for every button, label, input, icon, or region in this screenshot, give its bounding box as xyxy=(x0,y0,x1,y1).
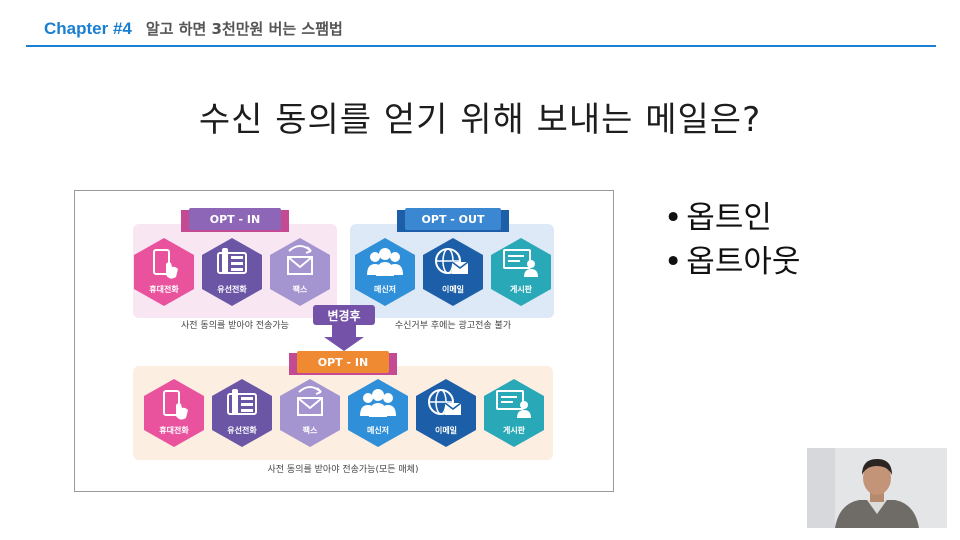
globe-mail-icon xyxy=(435,248,469,274)
svg-text:휴대전화: 휴대전화 xyxy=(149,284,179,294)
optin-banner: OPT - IN xyxy=(181,208,289,232)
optout-caption: 수신거부 후에는 광고전송 불가 xyxy=(395,319,511,331)
svg-text:이메일: 이메일 xyxy=(435,425,457,435)
hex-messenger-after: 메신저 xyxy=(348,379,408,447)
monitor-user-icon xyxy=(496,390,531,418)
svg-text:팩스: 팩스 xyxy=(303,425,318,435)
svg-text:이메일: 이메일 xyxy=(442,284,464,294)
hex-email-after: 이메일 xyxy=(416,379,476,447)
hex-mobile-top: 휴대전화 xyxy=(134,238,194,306)
hex-board-after: 게시판 xyxy=(484,379,544,447)
svg-text:유선전화: 유선전화 xyxy=(227,425,257,435)
svg-text:유선전화: 유선전화 xyxy=(217,284,247,294)
fax-envelope-icon xyxy=(287,245,313,275)
desk-phone-icon xyxy=(217,248,247,274)
mobile-touch-icon xyxy=(163,390,188,420)
presenter-hair xyxy=(862,459,892,475)
optout-label: OPT - OUT xyxy=(422,213,485,226)
change-label: 변경후 xyxy=(327,308,360,323)
svg-text:메신저: 메신저 xyxy=(374,284,396,294)
hex-desk-phone-top: 유선전화 xyxy=(202,238,262,306)
hex-fax-top: 팩스 xyxy=(270,238,330,306)
hex-fax-after: 팩스 xyxy=(280,379,340,447)
bottom-caption: 사전 동의를 받아야 전송가능(모든 매체) xyxy=(268,464,419,475)
people-icon xyxy=(360,389,396,417)
chapter-title: 알고 하면 3천만원 버는 스팸법 xyxy=(145,20,343,38)
after-optin-label: OPT - IN xyxy=(318,356,368,369)
bullet-opt-out: 옵트아웃 xyxy=(664,240,800,284)
after-optin-banner: OPT - IN xyxy=(289,351,397,375)
hex-messenger-top: 메신저 xyxy=(355,238,415,306)
svg-text:게시판: 게시판 xyxy=(510,284,533,294)
presenter-webcam xyxy=(807,448,947,528)
optin-label: OPT - IN xyxy=(210,213,260,226)
desk-phone-icon xyxy=(227,389,257,415)
slide-header: Chapter #4 알고 하면 3천만원 버는 스팸법 xyxy=(44,18,343,42)
svg-text:휴대전화: 휴대전화 xyxy=(159,425,189,435)
bullet-opt-in: 옵트인 xyxy=(664,196,800,240)
opt-in-out-diagram: OPT - IN OPT - OUT OPT - IN 변경후 사전 동의를 받… xyxy=(74,190,614,492)
hex-mobile-after: 휴대전화 xyxy=(144,379,204,447)
svg-text:메신저: 메신저 xyxy=(367,425,389,435)
optin-caption: 사전 동의를 받아야 전송가능 xyxy=(181,320,289,331)
slide-title: 수신 동의를 얻기 위해 보내는 메일은? xyxy=(198,100,762,140)
optout-banner: OPT - OUT xyxy=(397,208,509,232)
header-divider xyxy=(26,45,936,47)
people-icon xyxy=(367,248,403,276)
svg-text:게시판: 게시판 xyxy=(503,425,526,435)
change-arrow: 변경후 xyxy=(313,305,375,351)
globe-mail-icon xyxy=(428,389,462,415)
svg-text:팩스: 팩스 xyxy=(293,284,308,294)
hex-board-top: 게시판 xyxy=(491,238,551,306)
hex-email-top: 이메일 xyxy=(423,238,483,306)
presenter-face xyxy=(863,461,891,495)
bullet-list: 옵트인 옵트아웃 xyxy=(664,196,800,284)
fax-envelope-icon xyxy=(297,386,323,416)
mobile-touch-icon xyxy=(153,249,178,279)
chapter-number: Chapter #4 xyxy=(44,19,132,38)
monitor-user-icon xyxy=(503,249,538,277)
hex-desk-phone-after: 유선전화 xyxy=(212,379,272,447)
